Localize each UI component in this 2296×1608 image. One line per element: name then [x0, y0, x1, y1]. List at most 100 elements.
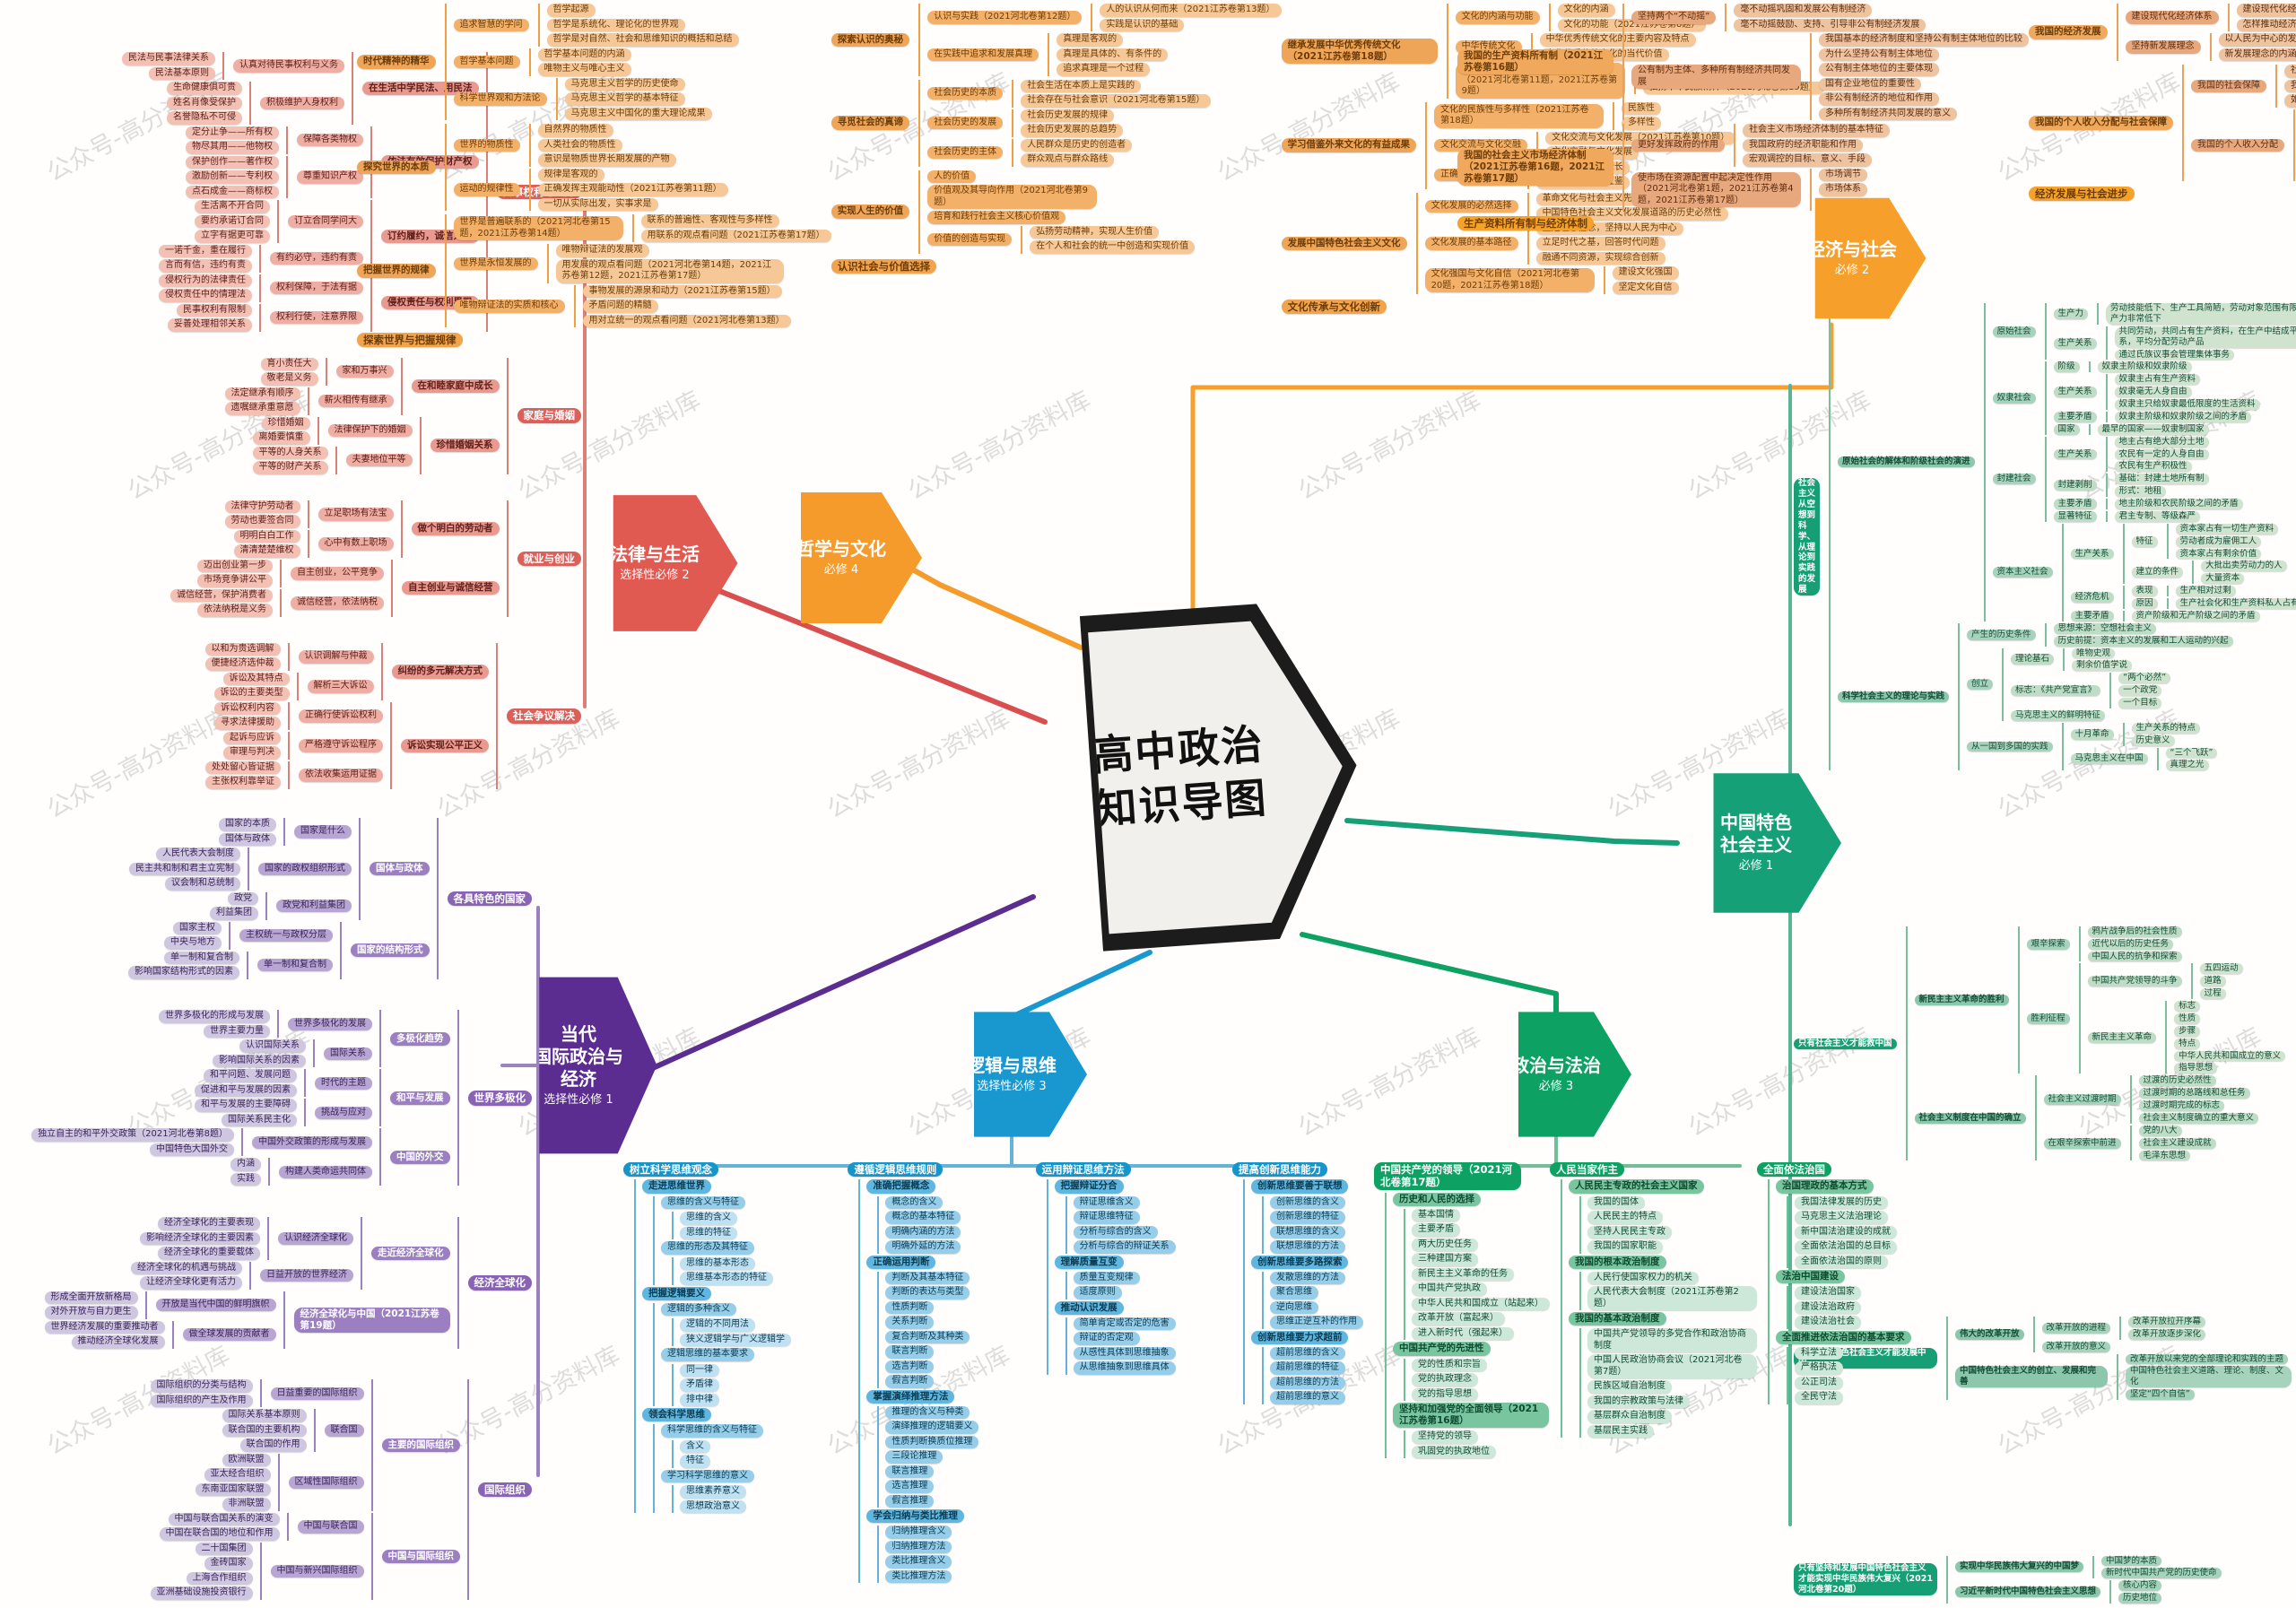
falv-node: 民事权利有限制: [177, 303, 252, 317]
guoji-node: 亚洲基础设施投资银行: [150, 1586, 253, 1600]
zhongguotese-children: 改革开放的进程改革开放拉开序幕改革开放逐步深化改革开放的意义: [2032, 1316, 2206, 1352]
falv-node: 夫妻地位平等: [345, 453, 413, 467]
zhengzhi-node: 治国理政的基本方式: [1776, 1179, 1874, 1194]
luoji-subtree: 创新思维要力求超前超前思维的含义超前思维的特征超前思维的方法超前思维的意义: [1250, 1330, 1363, 1404]
guoji-children: 主权统一与政权分层国家主权中央与地方单一制和复合制单一制和复合制影响国家结构形式…: [128, 921, 342, 979]
falv-children: 明明白白工作清清楚楚维权: [233, 529, 309, 558]
zhongguotese-subtree: 改革开放以来党的全部理论和实践的主题: [2126, 1353, 2292, 1365]
zhongguotese-children: 思想来源：空想社会主义历史前提：资本主义的发展和工人运动的兴起: [2044, 622, 2233, 647]
zhengzhi-node: 巩固党的执政地位: [1412, 1445, 1496, 1459]
luoji-subtree: 正确运用判断判断及其基本特征判断的表达与类型性质判断关系判断复合判断及其种类联言…: [866, 1255, 978, 1388]
hexagon-guoji-sublabel: 选择性必修 1: [544, 1092, 613, 1107]
zhexue-node: 社会存在与社会意识（2021河北卷第15题）: [1021, 94, 1212, 108]
central-title-line2: 知识导图: [1093, 773, 1270, 834]
falv-subtree: 薪火相传有继承法定继承有顺序遗嘱继承重意愿: [224, 387, 394, 415]
zhexue-node: 社会历史发展的规律: [1021, 109, 1115, 122]
zhexue-node: 社会历史的主体: [927, 145, 1004, 160]
zhengzhi-children: 建设法治国家建设法治政府建设法治社会: [1787, 1286, 1861, 1329]
jingji-node: 我国的个人收入分配与社会保障: [2029, 116, 2173, 130]
zhongguotese-node: 马克思主义在中国: [2070, 753, 2148, 765]
zhongguotese-subtree: 国家最早的国家——奴隶制国家: [2053, 423, 2260, 435]
zhengzhi-children: 治国理政的基本方式我国法律发展的历史马克思主义法治理论新中国法治建设的成就全面依…: [1768, 1179, 1911, 1404]
luoji-node: 从感性具体到思维抽象: [1073, 1346, 1176, 1360]
zhongguotese-children: 新民主主义革命的胜利艰辛探索鸦片战争后的社会性质近代以后的历史任务中国人民的抗争…: [1905, 926, 2286, 1161]
zhongguotese-node: 新时代中国共产党的历史使命: [2101, 1568, 2222, 1579]
zhexue-children: 认识与实践（2021河北卷第12题）人的认识从何而来（2021江苏卷第13题）实…: [918, 4, 1282, 76]
zhengzhi-node: 全面推进依法治国的基本要求: [1776, 1330, 1911, 1344]
luoji-subtree: 思维的基本形态: [680, 1256, 773, 1270]
zhongguotese-stack: 社会主义从空想到科学、从理论到实践的发展原始社会的解体和阶级社会的演进原始社会生…: [1794, 303, 2296, 1604]
zhongguotese-subtree: 奴隶毫无人身自由: [2114, 387, 2260, 397]
zhongguotese-node: 毛泽东思想: [2138, 1150, 2191, 1161]
guoji-node: 国际关系: [324, 1047, 372, 1061]
zhexue-node: 建设文化强国: [1612, 266, 1679, 280]
jingji-subtree: 怎样推动经济高质量发展: [2236, 18, 2296, 31]
guoji-node: 和平与发展: [390, 1091, 450, 1105]
luoji-subtree: 超前思维的方法: [1269, 1376, 1345, 1390]
zhongguotese-subtree: 主要矛盾奴隶主阶级和奴隶阶级之间的矛盾: [2053, 411, 2260, 422]
falv-subtree: 家庭与婚姻在和睦家庭中成长家和万事兴育小责任大敬老是义务薪火相传有继承法定继承有…: [224, 357, 581, 474]
guoji-subtree: 国际关系民主化: [222, 1113, 297, 1127]
luoji-subtree: 思维的形态及其特征思维的基本形态思维基本形态的特征: [661, 1241, 773, 1285]
zhongguotese-node: 形式：地租: [2114, 486, 2167, 497]
zhexue-children: 文化发展的必然选择革命文化与社会主义先进文化中国特色社会主义文化发展道路的历史必…: [1415, 192, 1728, 294]
zhongguotese-children: 地主阶级和农民阶级之间的矛盾: [2105, 499, 2243, 509]
zhongguotese-subtree: 从一国到多国的实践十月革命生产关系的特点历史意义马克思主义在中国“三个飞跃”真理…: [1967, 722, 2233, 771]
zhongguotese-subtree: 过渡时期的总路线和总任务: [2138, 1088, 2259, 1099]
falv-subtree: 诉讼实现公平正义正确行使诉讼权利诉讼权利内容寻求法律援助严格遵守诉讼程序起诉与应…: [205, 701, 489, 789]
zhongguotese-subtree: 核心内容: [2118, 1580, 2162, 1592]
guoji-subtree: 联合国的作用: [239, 1439, 307, 1452]
luoji-subtree: 三段论推理: [885, 1450, 978, 1464]
zhexue-node: 文化的内涵: [1557, 4, 1615, 17]
zhengzhi-subtree: 巩固党的执政地位: [1412, 1445, 1496, 1459]
zhengzhi-subtree: 进入新时代（强起来）: [1412, 1326, 1550, 1341]
zhexue-subtree: 哲学起源: [546, 4, 739, 17]
guoji-subtree: 挑战与应对和平与发展的主要障碍国际关系民主化: [195, 1099, 372, 1127]
luoji-node: 性质判断: [885, 1300, 935, 1315]
zhengzhi-subtree: 严格执法: [1795, 1361, 1843, 1375]
luoji-subtree: 联想思维的方法: [1269, 1240, 1345, 1254]
falv-children: 平等的人身关系平等的财产关系: [252, 446, 337, 474]
luoji-subtree: 联想思维的含义: [1269, 1225, 1345, 1239]
falv-node: 激励创新——专利权: [186, 170, 279, 184]
luoji-node: 理解质量互变: [1054, 1255, 1124, 1269]
zhexue-subtree: 社会存在与社会意识（2021河北卷第15题）: [1021, 94, 1212, 108]
zhexue-node: 价值观及其导向作用（2021河北卷第9题）: [927, 185, 1098, 209]
zhengzhi-subtree: 建设法治社会: [1795, 1316, 1861, 1329]
zhexue-subtree: 发展中国特色社会主义文化文化发展的必然选择革命文化与社会主义先进文化中国特色社会…: [1281, 192, 1824, 294]
guoji-subtree: 联合国国际关系基本原则联合国的主要机构联合国的作用: [222, 1409, 364, 1452]
zhongguotese-node: 社会主义制度确立的重大意义: [2138, 1112, 2259, 1124]
luoji-children: 思维的含义思维的特征: [672, 1212, 737, 1239]
zhexue-node: 人民群众是历史的创造者: [1021, 138, 1133, 152]
zhengzhi-subtree: 历史和人民的选择基本国情主要矛盾两大历史任务三种建国方案新民主主义革命的任务中国…: [1393, 1192, 1550, 1341]
luoji-subtree: 遵循逻辑思维规则准确把握概念概念的含义概念的基本特征明确内涵的方法明确外延的方法…: [848, 1162, 979, 1604]
jingji-node: 新发展理念的内涵、地位、关系、要求: [2218, 48, 2296, 61]
luoji-subtree: 思维的含义与特征思维的含义思维的特征: [661, 1195, 773, 1239]
zhexue-subtree: 寻觅社会的真谛社会历史的本质社会生活在本质上是实践的社会存在与社会意识（2021…: [831, 79, 1282, 167]
falv-node: 审理与判决: [223, 746, 281, 760]
zhongguotese-node: 从一国到多国的实践: [1967, 741, 2053, 752]
luoji-node: 简单肯定或否定的危害: [1073, 1317, 1176, 1331]
falv-node: 法律守护劳动者: [224, 500, 300, 514]
falv-children: 生命健康俱可贵姓名肖像受保护名誉隐私不可侵: [167, 82, 251, 125]
guoji-node: 对外开放与自力更生: [44, 1306, 138, 1319]
zhongguotese-node: 理论基石: [2011, 654, 2055, 665]
zhexue-unit: 时代精神的精华追求智慧的学问哲学起源哲学是系统化、理论化的世界观哲学是对自然、社…: [357, 4, 831, 492]
guoji-node: 独立自主的和平外交政策（2021河北卷第8题）: [31, 1128, 234, 1142]
luoji-node: 选言判断: [885, 1360, 935, 1374]
zhexue-subtree: 群众观点与群众路线: [1021, 153, 1132, 167]
zhongguotese-node: 资产阶级和无产阶级之间的矛盾: [2131, 610, 2260, 621]
falv-subtree: 在生活中学民法、用民法认真对待民事权利与义务民法与民事法律关系民法基本原则积极维…: [122, 52, 479, 125]
zhengzhi-subtree: 人民民主专政的社会主义国家我国的国体人民民主的特点坚持人民民主专政我国的国家职能: [1569, 1179, 1757, 1254]
zhexue-subtree: 培育和践行社会主义核心价值观: [927, 211, 1195, 224]
zhongguotese-node: 主要矛盾: [2070, 610, 2114, 621]
zhengzhi-children: 基本国情主要矛盾两大历史任务三种建国方案新民主主义革命的任务中国共产党执政中华人…: [1404, 1208, 1550, 1341]
jingji-subtree: 社会保障制度的形式和内容: [2284, 65, 2296, 78]
falv-node: 劳动也要签合同: [224, 515, 300, 528]
zhexue-node: 民族性: [1622, 101, 1662, 115]
zhengzhi-subtree: 两大历史任务: [1412, 1238, 1550, 1252]
falv-children: 珍惜婚姻离婚要慎重: [252, 416, 319, 445]
falv-node: 遗嘱继承重意愿: [224, 402, 300, 415]
zhengzhi-subtree: 中国共产党执政: [1412, 1282, 1550, 1296]
zhongguotese-children: 唯物史观剩余价值学说: [2063, 648, 2133, 672]
